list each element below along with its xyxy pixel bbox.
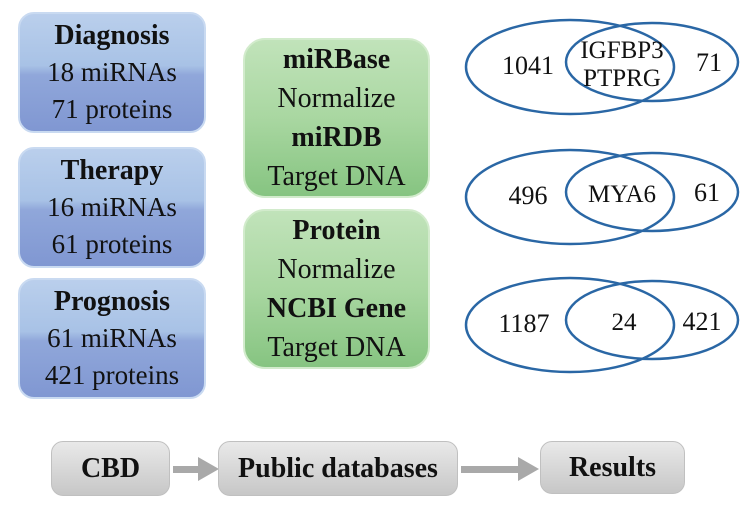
protein-label: Protein: [292, 215, 381, 246]
prognosis-box: Prognosis 61 miRNAs 421 proteins: [18, 278, 206, 399]
mirna-processing-box: miRBase Normalize miRDB Target DNA: [243, 38, 430, 198]
venn2-overlap-line1: MYA6: [587, 181, 657, 208]
diagnosis-box: Diagnosis 18 miRNAs 71 proteins: [18, 12, 206, 133]
venn-right-ellipse: [564, 279, 740, 361]
normalize-label-2: Normalize: [277, 254, 396, 285]
therapy-box: Therapy 16 miRNAs 61 proteins: [18, 147, 206, 268]
venn-left-ellipse: [464, 276, 676, 374]
diagnosis-mirna-count: 18 miRNAs: [47, 57, 177, 87]
venn2-overlap-label: MYA6: [588, 181, 656, 209]
venn-ellipses-icon: [464, 276, 740, 374]
venn-left-ellipse: [464, 18, 676, 116]
venn3-left-count: 1187: [498, 309, 550, 338]
therapy-protein-count: 61 proteins: [51, 229, 173, 259]
flow-step-public-databases: Public databases: [218, 441, 458, 496]
protein-processing-box: Protein Normalize NCBI Gene Target DNA: [243, 209, 430, 369]
venn-diagram-diagnosis: 1041 IGFBP3 PTPRG 71: [452, 8, 742, 126]
flow-step-results-label: Results: [568, 451, 657, 483]
prognosis-protein-count: 421 proteins: [44, 360, 180, 390]
venn-ellipses-icon: [464, 18, 740, 116]
venn1-overlap-line2: PTPRG: [583, 65, 661, 92]
venn-diagram-therapy: 496 MYA6 61: [452, 138, 742, 256]
venn-diagram-prognosis: 1187 24 421: [452, 266, 742, 384]
flow-step-results: Results: [540, 441, 685, 494]
normalize-label-1: Normalize: [277, 83, 396, 114]
venn-ellipses-icon: [464, 148, 740, 246]
venn1-overlap-label: IGFBP3 PTPRG: [580, 37, 663, 93]
therapy-title: Therapy: [60, 155, 164, 186]
target-dna-label-2: Target DNA: [267, 332, 406, 363]
target-dna-label-1: Target DNA: [267, 161, 406, 192]
venn2-right-count: 61: [694, 178, 720, 207]
therapy-mirna-count: 16 miRNAs: [47, 192, 177, 222]
flow-step-public-databases-label: Public databases: [238, 452, 438, 484]
diagnosis-protein-count: 71 proteins: [51, 94, 173, 124]
flow-step-cbd: CBD: [51, 441, 170, 496]
venn1-left-count: 1041: [502, 51, 554, 80]
flow-step-cbd-label: CBD: [80, 452, 141, 484]
ncbi-gene-label: NCBI Gene: [266, 293, 407, 324]
mirbase-label: miRBase: [282, 44, 391, 75]
venn-right-ellipse: [564, 151, 740, 233]
venn3-overlap-line1: 24: [611, 309, 637, 336]
prognosis-mirna-count: 61 miRNAs: [47, 323, 177, 353]
venn-right-ellipse: [564, 21, 740, 103]
venn1-right-count: 71: [696, 48, 722, 77]
venn-left-ellipse: [464, 148, 676, 246]
venn3-overlap-label: 24: [612, 309, 637, 337]
mirdb-label: miRDB: [291, 122, 382, 153]
venn1-overlap-line1: IGFBP3: [580, 37, 664, 64]
diagnosis-title: Diagnosis: [54, 20, 170, 51]
prognosis-title: Prognosis: [53, 286, 171, 317]
venn3-right-count: 421: [682, 307, 722, 336]
venn2-left-count: 496: [508, 181, 548, 210]
